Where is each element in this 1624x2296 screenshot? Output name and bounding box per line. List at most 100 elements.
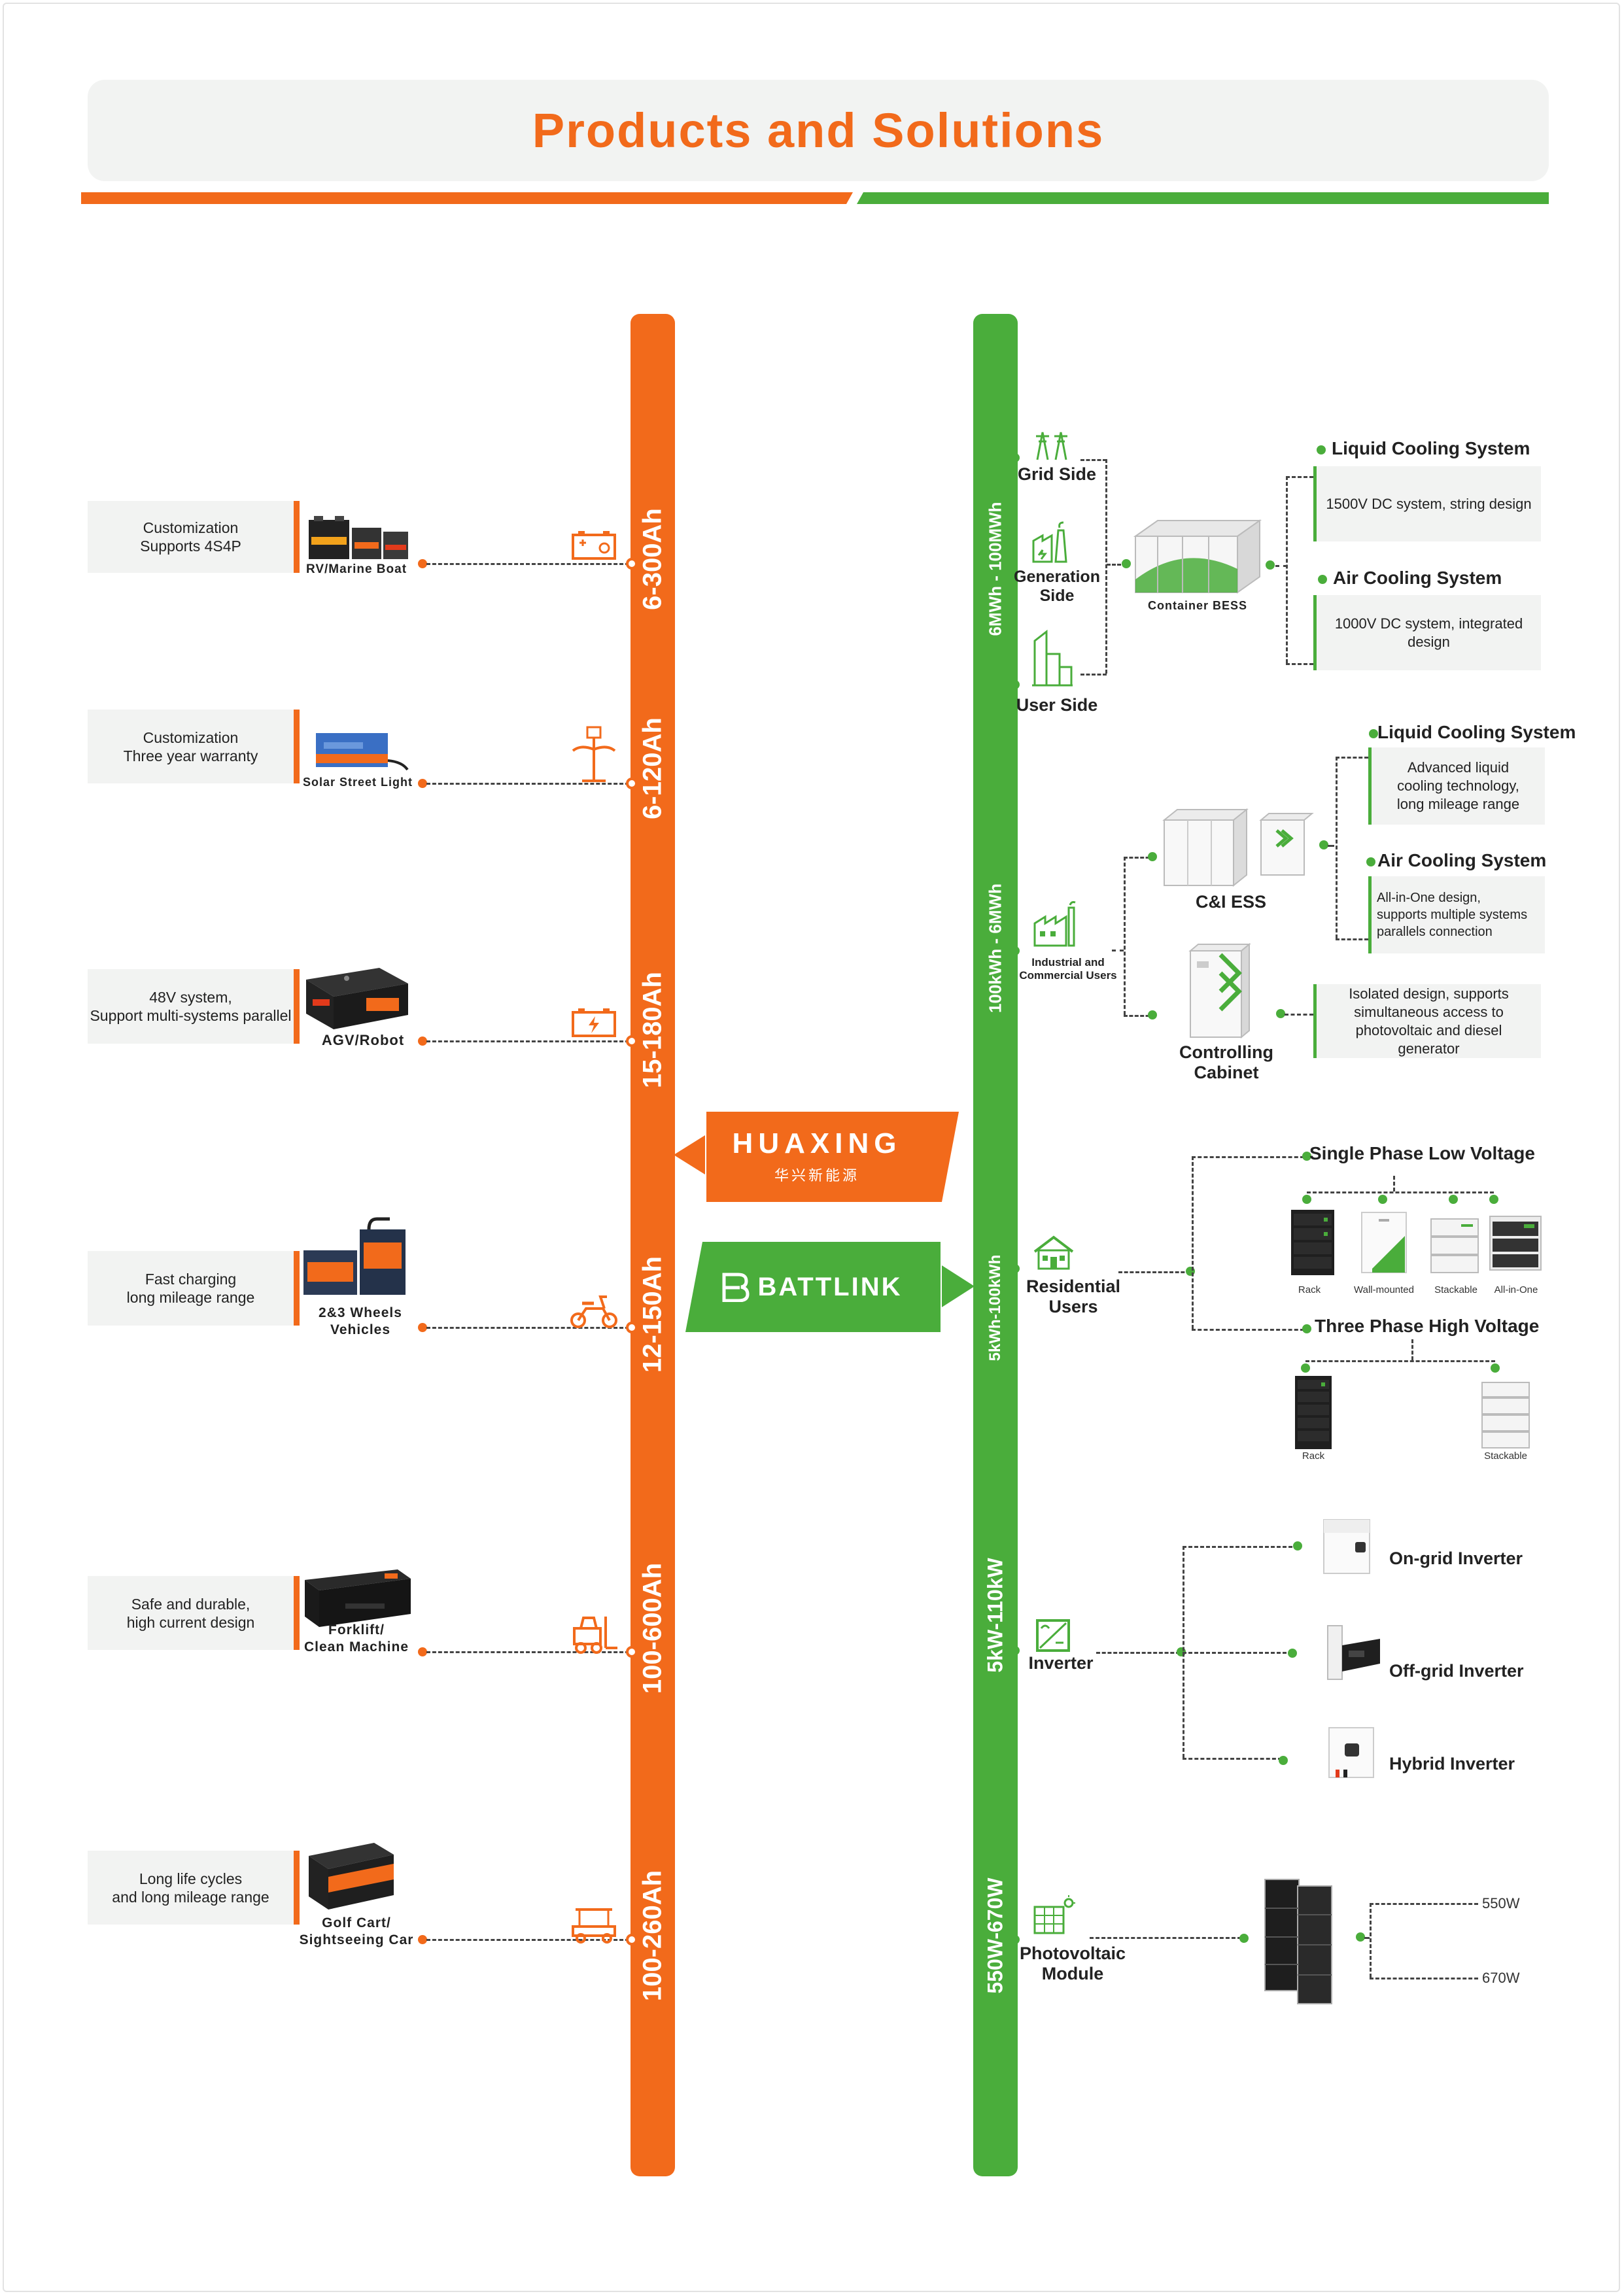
on-grid-link [1183,1546,1292,1548]
three-phase-items-stem [1411,1339,1413,1360]
ci-ess-output-link [1328,845,1334,847]
bess-output-link [1275,565,1287,567]
range-label-residential: 5kWh-100kWh [986,1254,1004,1362]
residential-node-link [1118,1271,1190,1273]
rv-connector-dot [418,559,427,568]
golf-cart-battery-product-image [309,1843,394,1910]
lead-acid-timeline-bar [631,314,675,2176]
ci-air-cooling-title: Air Cooling System [1377,850,1547,870]
product-label-ci-ess: C&I ESS [1195,892,1267,912]
bess-input-dot [1122,559,1131,568]
forklift-timeline-dot [626,1646,638,1658]
power-plant-icon [1032,521,1067,563]
ci-bracket [1124,857,1126,1015]
single-wall-caption: Wall-mounted [1354,1284,1414,1295]
product-label-solar: Solar Street Light [302,776,413,789]
grid-side-dot [1011,453,1020,462]
cabinet-output-dot [1276,1009,1285,1018]
ci-ess-liquid-link [1336,757,1368,759]
three-stackable-dot [1491,1363,1500,1373]
single-phase-dot [1302,1152,1311,1161]
title-panel: Products and Solutions [88,80,1549,181]
ci-cabinet-link [1124,1015,1155,1017]
range-label-solar: 6-120Ah [638,717,667,819]
forklift-battery-product-image [305,1569,411,1627]
controlling-cabinet-image [1188,942,1251,1039]
inverter-node-link [1096,1652,1180,1654]
ci-air-cooling-desc: All-in-One design,supports multiple syst… [1368,876,1545,953]
bess-output-dot [1266,560,1275,570]
pv-module-image [1264,1879,1332,2004]
range-label-pv: 550W-670W [983,1877,1007,1994]
single-all-in-one-image [1489,1216,1542,1271]
node-user-side: User Side [1016,695,1098,715]
battlink-mark-icon [722,1273,750,1302]
agv-battery-product-image [306,968,408,1029]
on-grid-inverter-image [1323,1519,1370,1574]
range-label-2-3-wheels: 12-150Ah [638,1256,667,1373]
battery-charge-icon [572,1008,616,1037]
energy-storage-timeline-bar [973,314,1018,2176]
three-rack-dot [1301,1363,1310,1373]
node-grid-side: Grid Side [1018,464,1097,484]
residential-bracket [1192,1156,1194,1329]
on-grid-dot [1293,1541,1302,1551]
product-label-golf-cart: Golf Cart/Sightseeing Car [299,1915,414,1947]
off-grid-dot [1288,1649,1297,1658]
factory-icon [1033,901,1076,947]
bess-air-title-dot [1318,575,1327,584]
product-label-forklift: Forklift/Clean Machine [303,1622,409,1654]
single-phase-items-bar [1307,1191,1494,1193]
page-frame [3,3,1620,2292]
ci-cabinet-input-dot [1148,1010,1157,1019]
ci-liquid-cooling-title: Liquid Cooling System [1377,722,1576,742]
hybrid-inverter-label: Hybrid Inverter [1389,1754,1515,1773]
solar-panel-icon [1033,1895,1075,1934]
three-rack-image [1295,1376,1332,1449]
single-stackable-dot [1449,1195,1458,1204]
wheels-connector-dot [418,1323,427,1332]
range-label-rv: 6-300Ah [638,508,667,610]
pv-output-link [1364,1937,1370,1939]
house-icon [1033,1235,1074,1270]
ci-timeline-dot [1011,946,1020,955]
user-side-dot [1011,680,1020,689]
ci-ess-systems-bracket [1336,757,1338,938]
user-side-link [1080,674,1107,676]
wheels-timeline-dot [626,1322,638,1333]
ci-ess-link [1124,857,1155,859]
page-title: Products and Solutions [532,103,1105,158]
hybrid-link [1183,1758,1282,1760]
bess-systems-bracket [1286,476,1288,663]
product-label-rv: RV/Marine Boat [305,562,407,576]
ci-liquid-title-dot [1369,729,1378,738]
single-rack-image [1291,1210,1334,1275]
single-wall-dot [1378,1195,1387,1204]
utility-bracket [1105,459,1107,674]
bess-air-link [1286,663,1313,665]
huaxing-subtitle: 华兴新能源 [774,1167,859,1184]
golf-cart-timeline-dot [626,1934,638,1945]
pv-bracket [1370,1903,1372,1978]
battlink-logo: BATTLINK [713,1242,909,1331]
forklift-icon [573,1617,617,1654]
huaxing-logo: HUAXING 华兴新能源 [709,1112,925,1201]
rv-battery-product-image [309,516,408,559]
single-phase-title: Single Phase Low Voltage [1309,1143,1535,1163]
single-stackable-image [1430,1218,1479,1273]
range-label-forklift: 100-600Ah [638,1562,667,1694]
cabinet-output-link [1285,1014,1313,1016]
street-light-icon [572,726,616,782]
inverter-timeline-dot [1011,1646,1020,1655]
pv-output-dot [1356,1932,1365,1942]
range-label-ci: 100kWh - 6MWh [985,883,1005,1013]
